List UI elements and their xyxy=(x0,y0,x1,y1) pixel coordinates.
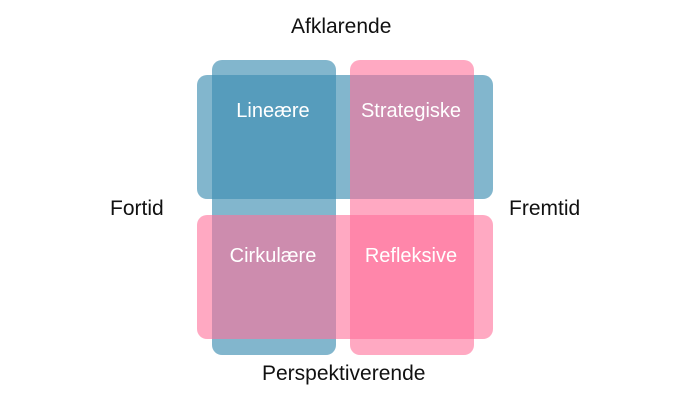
axis-label-bottom: Perspektiverende xyxy=(262,362,426,385)
axis-label-right: Fremtid xyxy=(509,197,581,220)
pink-horizontal-band xyxy=(197,215,493,339)
quadrant-label-cirkulaere: Cirkulære xyxy=(230,245,317,267)
quadrant-label-lineaere: Lineære xyxy=(236,100,309,122)
quadrant-label-refleksive: Refleksive xyxy=(365,245,457,267)
axis-label-top: Afklarende xyxy=(291,15,392,38)
quadrant-label-strategiske: Strategiske xyxy=(361,100,461,122)
axis-label-left: Fortid xyxy=(110,197,164,220)
